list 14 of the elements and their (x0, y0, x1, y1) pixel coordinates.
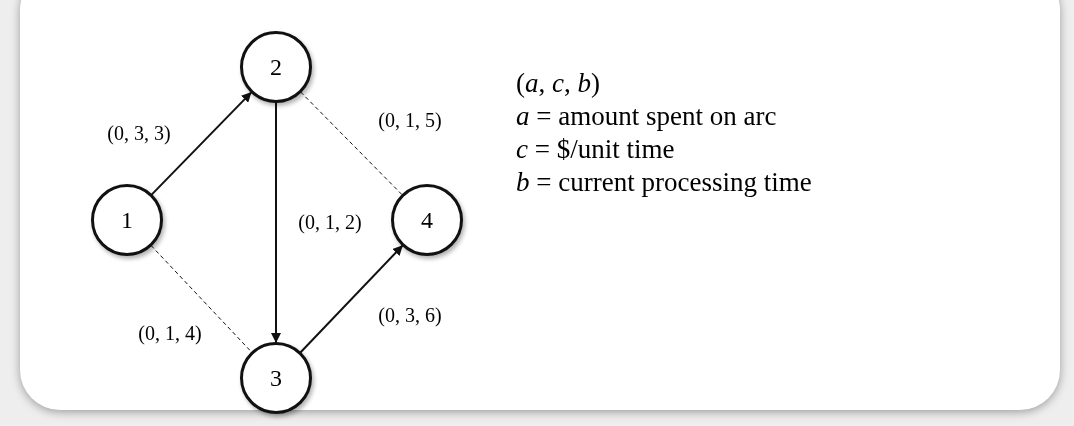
edge-label: (0, 3, 6) (377, 304, 443, 326)
arrow (299, 244, 404, 354)
edge-label: (0, 1, 2) (297, 211, 363, 233)
arrow (150, 91, 253, 196)
legend-text: c = $/unit time (516, 133, 675, 166)
edge-label: (0, 1, 5) (377, 109, 443, 131)
arrow (271, 101, 281, 344)
legend-text: (a, c, b) (516, 67, 600, 100)
edge-label: (0, 1, 4) (137, 322, 203, 344)
dashed-line (150, 244, 253, 354)
dashed-line (300, 91, 403, 196)
legend-text: b = current processing time (516, 166, 812, 199)
edge-label: (0, 3, 3) (106, 122, 172, 144)
legend-text: a = amount spent on arc (516, 100, 777, 133)
